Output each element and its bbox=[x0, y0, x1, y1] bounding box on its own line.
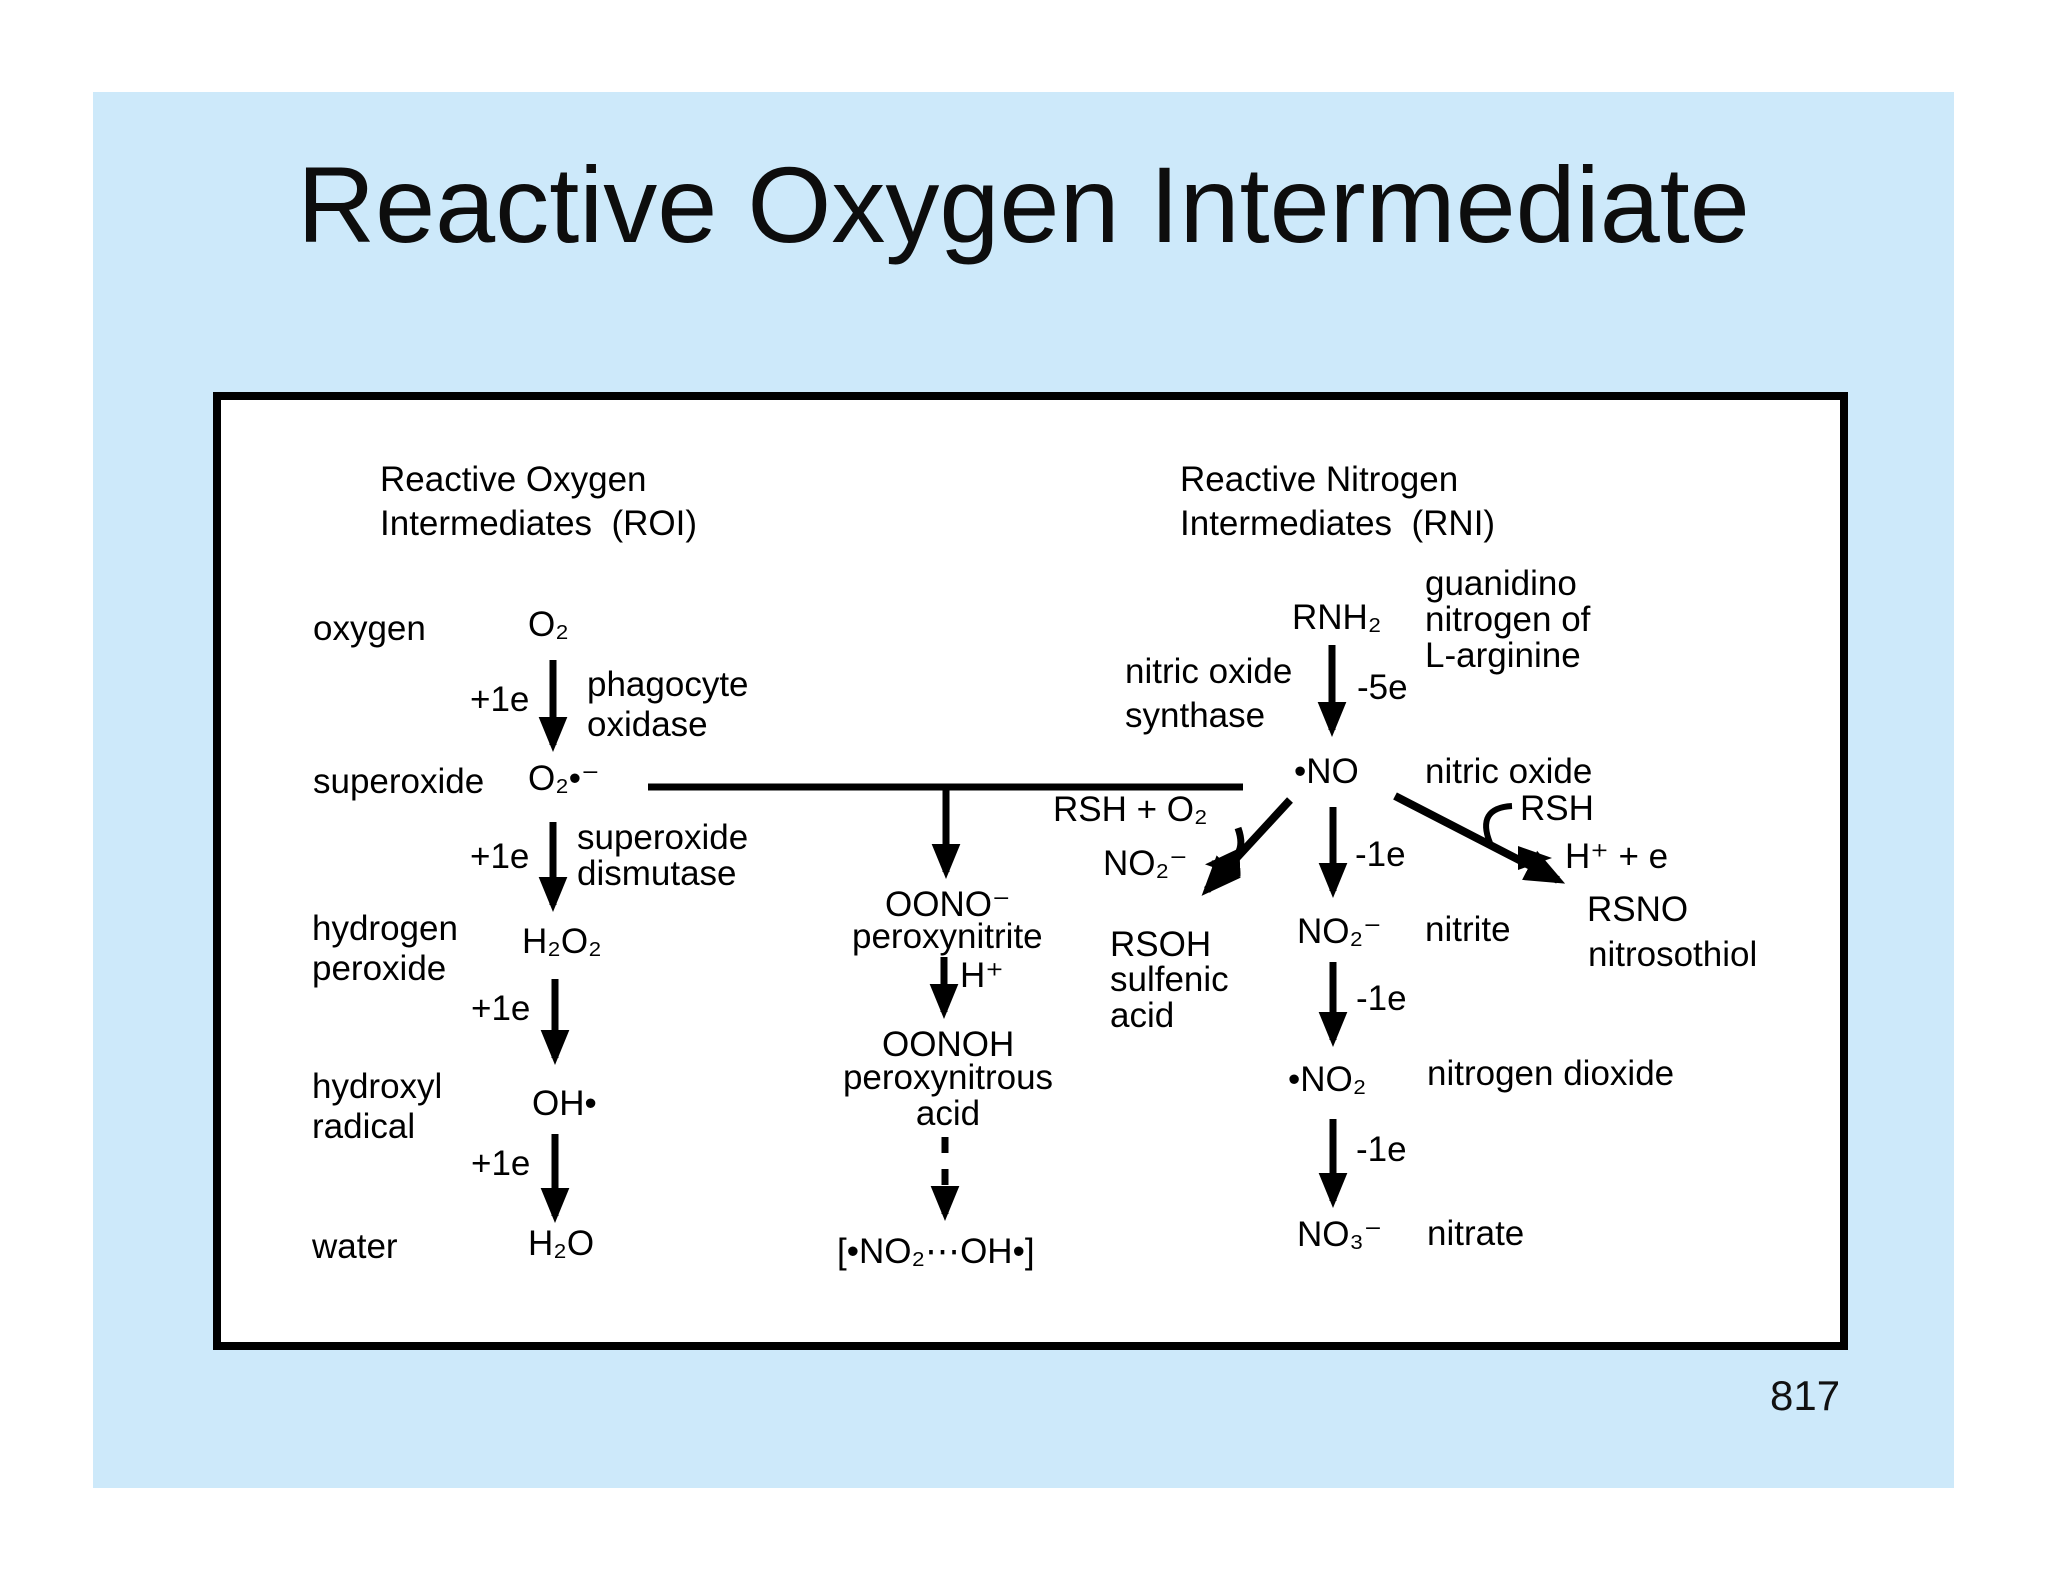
nitrite-label: nitrite bbox=[1425, 910, 1511, 949]
phagocyte-oxidase-label: phagocyte oxidase bbox=[587, 665, 749, 744]
peroxynitrite-label: peroxynitrite bbox=[852, 917, 1043, 956]
rnh2-formula: RNH₂ bbox=[1292, 598, 1382, 637]
superoxide-formula: O₂•⁻ bbox=[528, 759, 600, 798]
electron-step-4: +1e bbox=[471, 1144, 531, 1183]
electron-step-2: +1e bbox=[470, 837, 530, 876]
radical-pair-formula: [•NO₂⋯OH•] bbox=[837, 1232, 1035, 1271]
superoxide-dismutase-label: superoxide dismutase bbox=[577, 818, 749, 893]
nitrogen-dioxide-label: nitrogen dioxide bbox=[1427, 1054, 1675, 1093]
rsno-formula: RSNO bbox=[1587, 890, 1689, 929]
h-plus-e-label: H⁺ + e bbox=[1565, 837, 1669, 876]
peroxynitrite-formula: OONO⁻ bbox=[885, 885, 1011, 924]
rsoh-formula: RSOH bbox=[1110, 925, 1212, 964]
superoxide-label: superoxide bbox=[313, 762, 485, 801]
water-formula: H₂O bbox=[528, 1224, 595, 1263]
hydrogen-peroxide-label: hydrogen peroxide bbox=[312, 909, 458, 988]
water-label: water bbox=[312, 1227, 398, 1266]
hydroxyl-radical-label: hydroxyl radical bbox=[312, 1067, 443, 1146]
sulfenic-acid-label: sulfenic acid bbox=[1110, 960, 1229, 1035]
electron-step-no2-nitrate: -1e bbox=[1356, 1130, 1407, 1169]
electron-step-5e: -5e bbox=[1357, 668, 1408, 707]
nitrogen-dioxide-formula: •NO₂ bbox=[1288, 1060, 1367, 1099]
electron-step-1: +1e bbox=[470, 680, 530, 719]
hydrogen-peroxide-formula: H₂O₂ bbox=[522, 922, 602, 961]
nitrite-formula: NO₂⁻ bbox=[1297, 912, 1382, 951]
peroxynitrous-formula: OONOH bbox=[882, 1025, 1015, 1064]
no-formula: •NO bbox=[1294, 752, 1359, 791]
electron-step-3: +1e bbox=[471, 989, 531, 1028]
roi-header: Reactive Oxygen Intermediates (ROI) bbox=[380, 460, 698, 543]
nitric-oxide-label: nitric oxide bbox=[1425, 752, 1593, 791]
rsh-o2-label: RSH + O₂ bbox=[1053, 790, 1208, 829]
guanidino-label: guanidino nitrogen of L-arginine bbox=[1425, 564, 1591, 675]
oxygen-label: oxygen bbox=[313, 609, 426, 648]
nitrosothiol-label: nitrosothiol bbox=[1588, 935, 1758, 974]
electron-step-nitrite-no2: -1e bbox=[1356, 979, 1407, 1018]
hydroxyl-radical-formula: OH• bbox=[532, 1084, 597, 1123]
nitrate-label: nitrate bbox=[1427, 1214, 1525, 1253]
oxygen-formula: O₂ bbox=[528, 605, 569, 644]
peroxynitrous-label: peroxynitrous acid bbox=[842, 1058, 1054, 1133]
page-number: 817 bbox=[1770, 1372, 1841, 1419]
nitrate-formula: NO₃⁻ bbox=[1297, 1215, 1383, 1254]
no2-product-formula: NO₂⁻ bbox=[1103, 844, 1188, 883]
nitric-oxide-synthase-label: nitric oxide synthase bbox=[1125, 652, 1293, 735]
rsh-label: RSH bbox=[1520, 789, 1594, 828]
rni-header: Reactive Nitrogen Intermediates (RNI) bbox=[1180, 460, 1496, 543]
diagram-frame bbox=[213, 392, 1848, 1350]
electron-step-no-no2: -1e bbox=[1355, 835, 1406, 874]
h-plus-label: H⁺ bbox=[960, 956, 1004, 995]
slide-title: Reactive Oxygen Intermediate bbox=[297, 144, 1750, 265]
